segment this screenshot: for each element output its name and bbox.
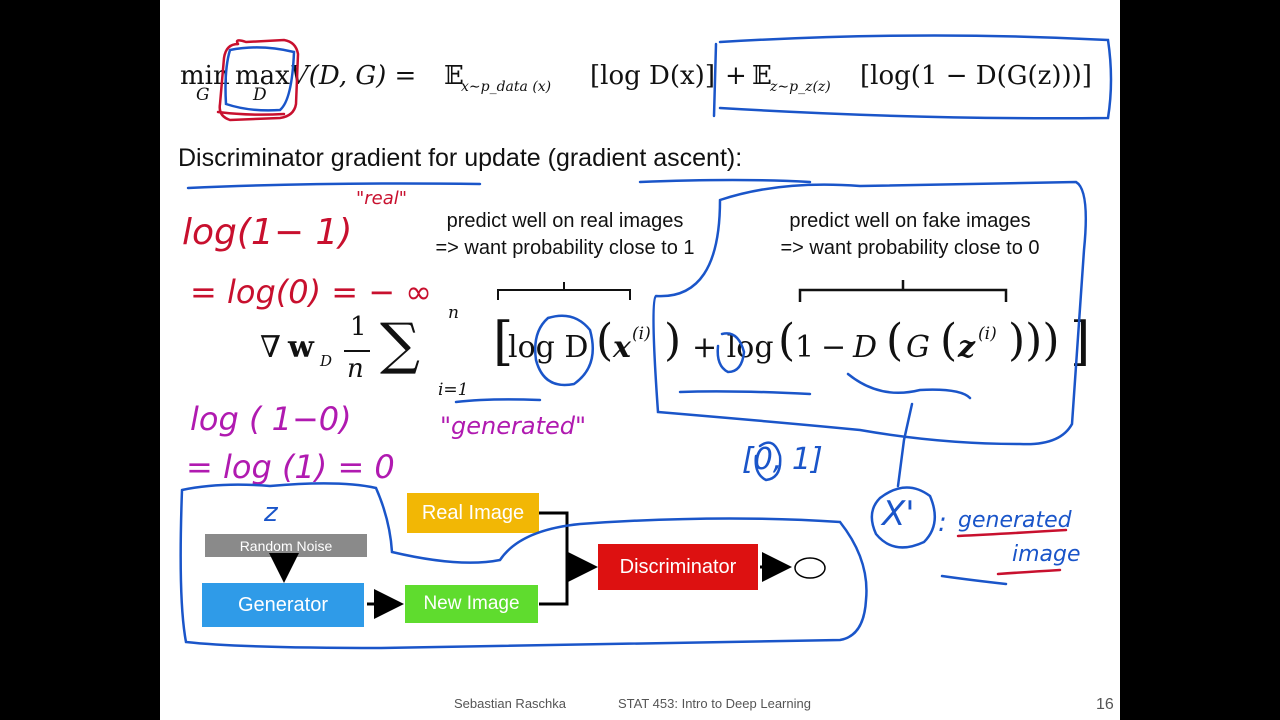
minus-symbol: − [821,330,847,365]
ink-red-generated-strike [956,528,1068,538]
log-d-real: log D [508,330,589,365]
ink-blue-range-circle [754,441,782,482]
real-image-box: Real Image [407,493,539,533]
ink-blue-objective-box [712,34,1113,120]
paren-open-one: ( [778,315,796,366]
annotation-log1: = log (1) = 0 [186,448,395,486]
ink-blue-heading-underline [186,182,482,190]
paren-open-x: ( [596,315,614,366]
diagram-strokes [179,34,1113,650]
paren-open-g: ( [886,315,904,366]
generator-label: Generator [237,593,329,616]
x-symbol: x [613,330,631,365]
ink-blue-fake-region [652,180,1088,446]
left-bracket: [ [493,312,514,372]
annotation-x-prime: X' [882,494,915,534]
new-image-box: New Image [405,585,538,623]
note-real-line1: predict well on real images [446,210,684,232]
brace-fake [798,280,1008,302]
term-real: [log D(x)] [590,61,715,91]
term-fake: [log(1 − D(G(z)))] [860,61,1092,91]
ink-blue-pointer-line [896,402,914,488]
note-real: predict well on real images => want prob… [410,208,720,262]
ink-blue-xprime-circle [870,486,937,549]
footer-course: STAT 453: Intro to Deep Learning [618,696,811,711]
ink-blue-one-circle [716,332,746,374]
brace-real [497,282,631,300]
realimage-connector [539,511,569,606]
max-operator: max [235,61,290,91]
weight-subscript: D [320,352,333,370]
ink-red-max-circle [218,38,300,122]
nabla-symbol: ∇ [260,330,281,365]
annotation-log-1-minus-1: log(1− 1) [182,212,353,253]
ink-red-image-underline [996,568,1062,576]
ink-blue-max-circle [224,46,296,112]
d-symbol: D [853,330,878,365]
one-symbol: 1 [795,330,815,365]
new-image-label: New Image [423,593,520,614]
footer-author: Sebastian Raschka [454,696,567,711]
note-fake-line2: => want probability close to 0 [780,237,1040,259]
fraction-denominator: n [347,354,364,384]
ink-blue-gz-underline [846,372,972,400]
right-bracket: ] [1070,312,1091,372]
g-symbol: G [906,330,930,365]
section-heading: Discriminator gradient for update (gradi… [178,144,743,172]
min-subscript: G [196,85,210,105]
z-symbol: z [958,330,976,365]
annotation-generated: generated [958,508,1072,533]
generator-box: Generator [202,583,364,627]
fraction-numerator: 1 [350,312,367,342]
random-noise-box: Random Noise [205,534,367,557]
note-real-line2: => want probability close to 1 [435,237,695,259]
x-superscript: (i) [632,324,651,344]
ink-blue-x-circle [534,314,594,387]
annotation-z: z [264,498,278,528]
expectation-fake: 𝔼 [752,61,772,91]
annotation-log-1-minus-0: log ( 1−0) [190,400,352,438]
ink-blue-diagram-outline [179,482,868,650]
max-subscript: D [253,85,267,105]
slide: min G max D V(D, G) = 𝔼 x∼p_data (x) [lo… [160,0,1120,720]
random-noise-label: Random Noise [239,537,333,554]
z-superscript: (i) [978,324,997,344]
annotation-colon: : [938,508,947,538]
expectation-real-subscript: x∼p_data (x) [461,79,552,95]
ink-blue-gradient-underline [638,178,812,184]
ink-blue-underline-one [678,390,812,396]
discriminator-label: Discriminator [619,555,737,578]
paren-close-all: ))) [1008,315,1060,366]
paren-open-z: ( [940,315,958,366]
gradient-formula: ∇ w D 1 n n ∑ i=1 [ log D ( x (i) ) + lo… [260,300,1090,410]
note-fake: predict well on fake images => want prob… [755,208,1065,262]
ink-blue-underline-x [454,398,542,404]
annotation-log0: = log(0) = − ∞ [190,273,432,311]
annotation-real-quote: "real" [356,188,408,209]
discriminator-box: Discriminator [598,544,758,590]
output-node [794,557,826,579]
sum-upper: n [448,303,459,323]
value-function: V(D, G) = [290,61,417,91]
note-fake-line1: predict well on fake images [789,210,1031,232]
expectation-fake-subscript: z∼p_z(z) [770,79,831,95]
sum-symbol: ∑ [380,312,420,377]
weight-symbol: w [288,330,314,365]
annotation-image: image [1012,542,1081,567]
expectation-real: 𝔼 [444,61,464,91]
plus-sign: + [725,61,747,91]
page-number: 16 [1096,696,1114,713]
sum-lower: i=1 [438,380,469,400]
annotation-generated-quote: "generated" [440,412,587,440]
real-image-label: Real Image [421,501,525,524]
fraction-bar [344,350,370,352]
ink-blue-annotation-underline [940,574,1008,586]
paren-close-x: ) [664,315,682,366]
